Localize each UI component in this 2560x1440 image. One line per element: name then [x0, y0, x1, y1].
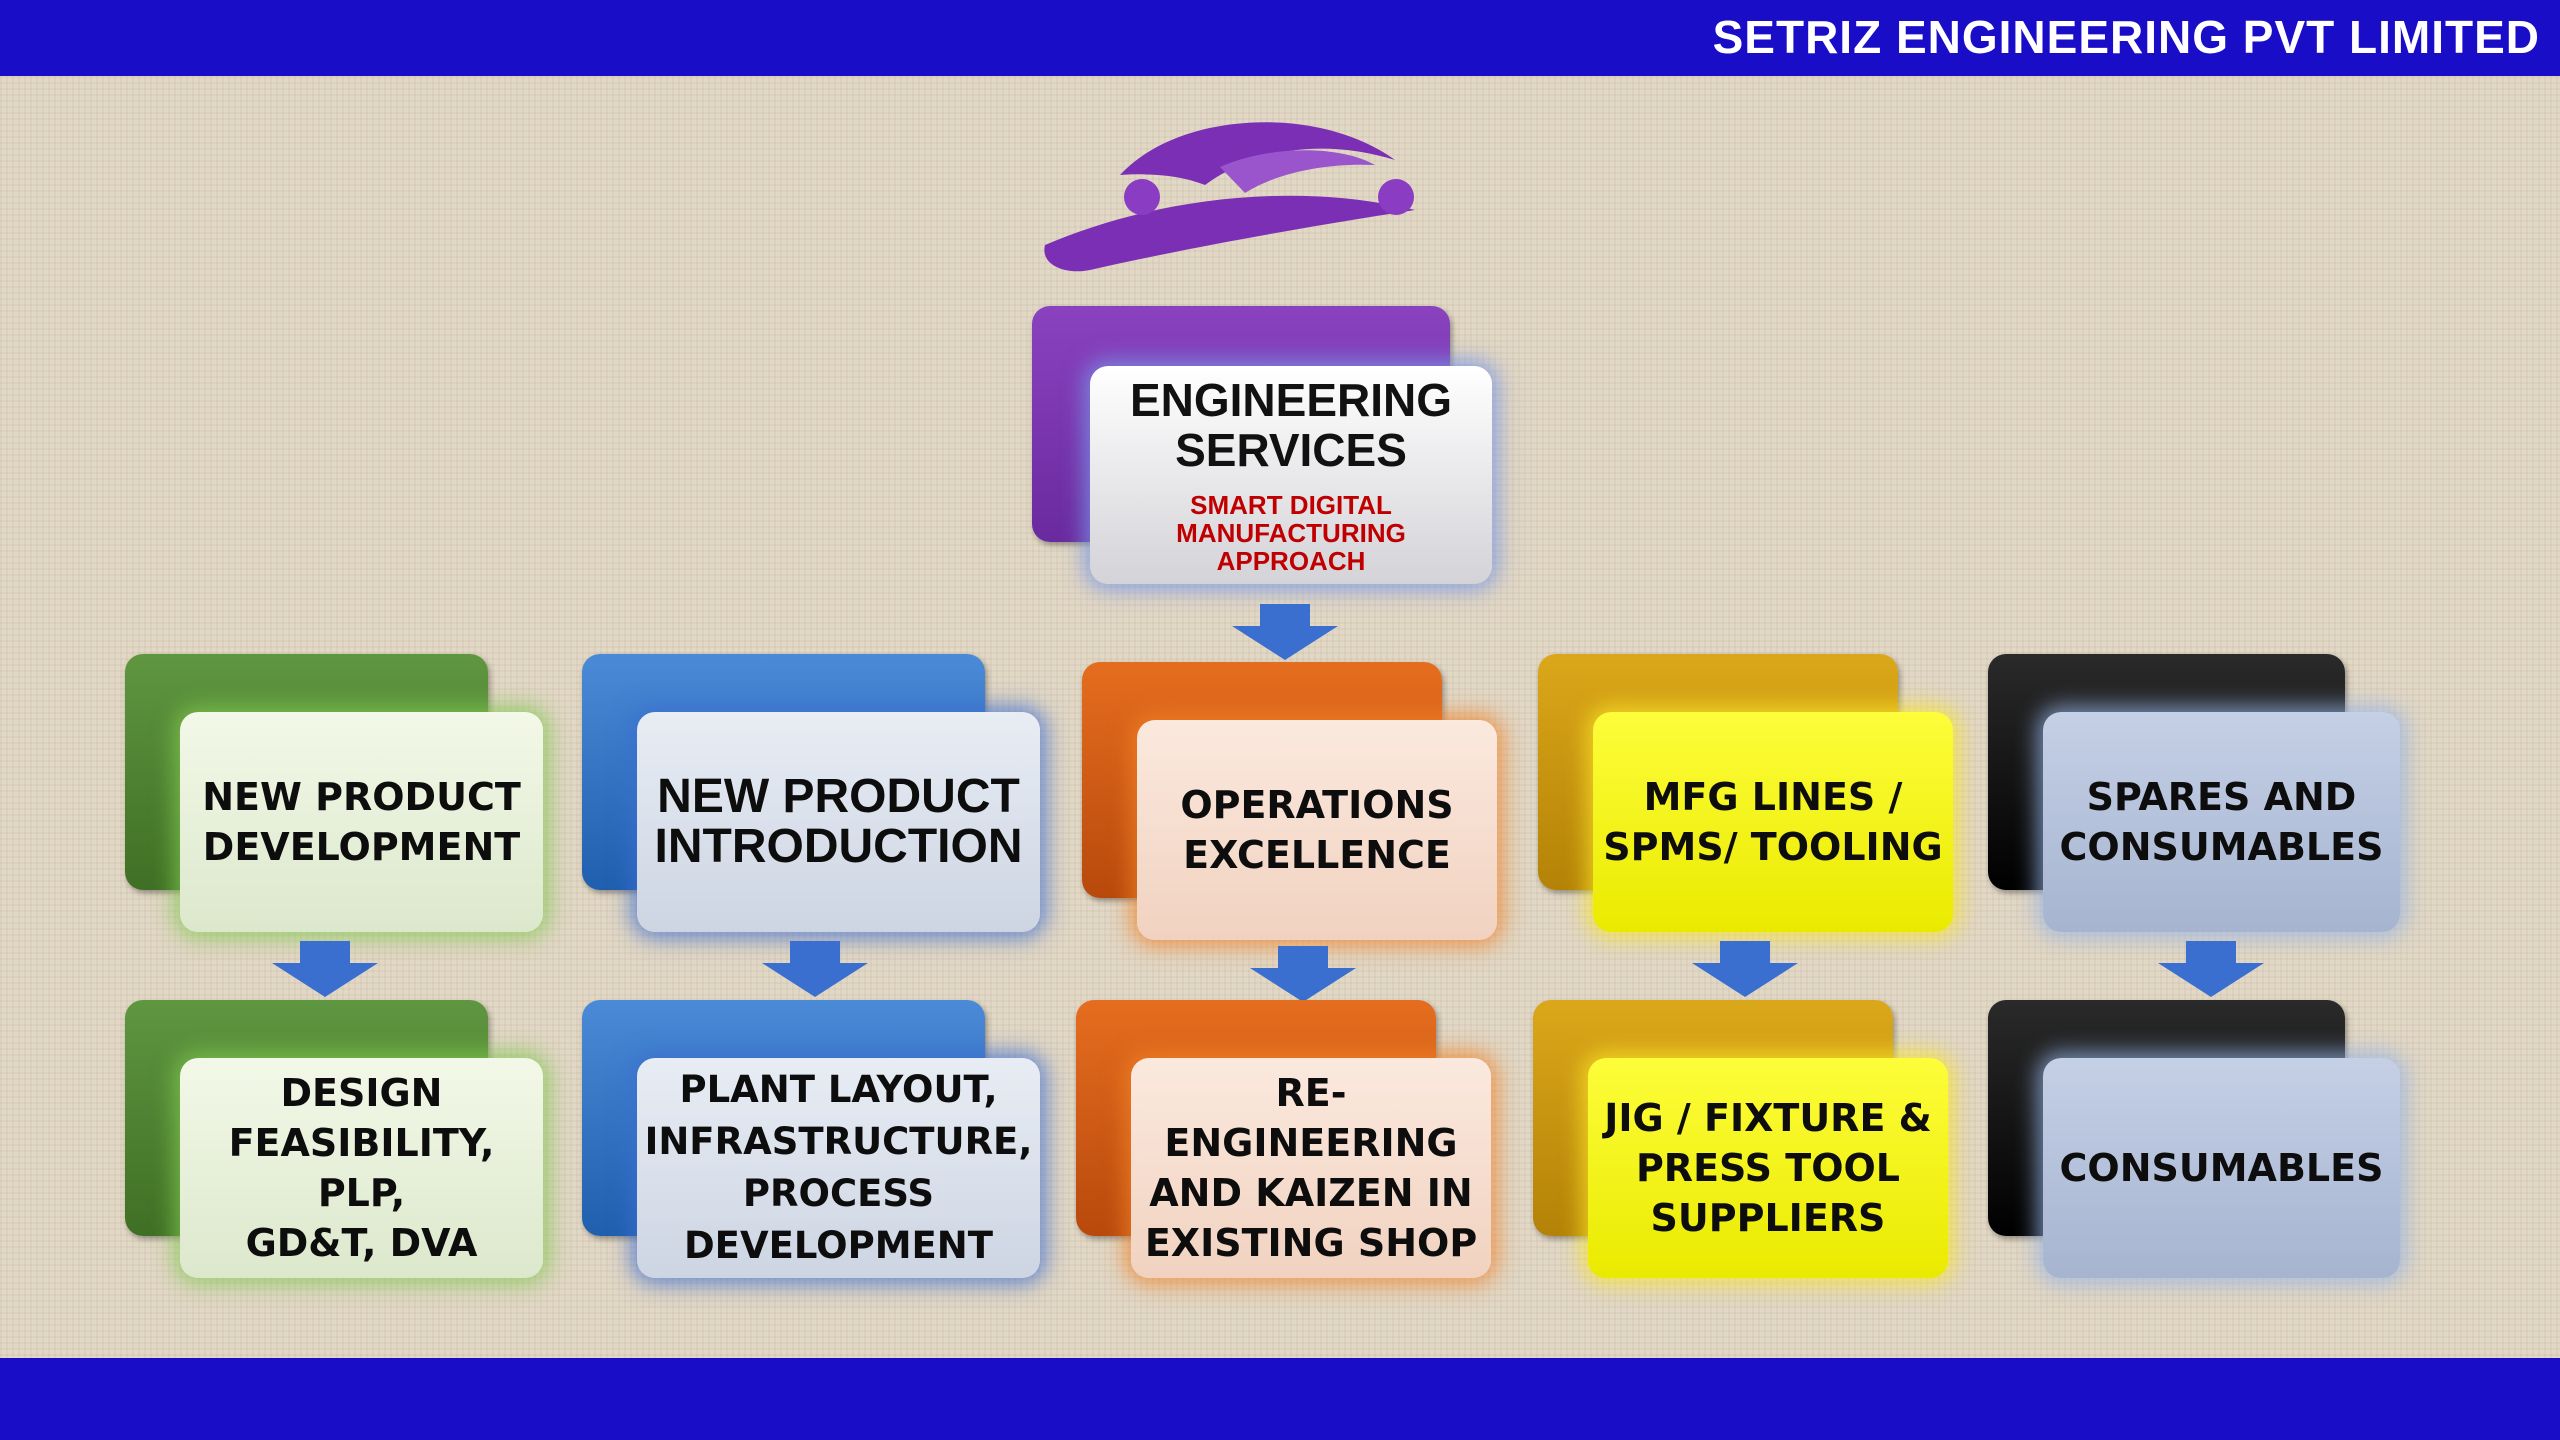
node-card: PLANT LAYOUT, INFRASTRUCTURE, PROCESS DE… [637, 1058, 1040, 1278]
stylized-car-icon [1044, 122, 1415, 272]
node-new-product-development: NEW PRODUCT DEVELOPMENT [125, 654, 543, 932]
node-operations-excellence: OPERATIONS EXCELLENCE [1082, 662, 1497, 940]
node-re-engineering-kaizen: RE-ENGINEERING AND KAIZEN IN EXISTING SH… [1076, 1000, 1491, 1278]
node-card: CONSUMABLES [2043, 1058, 2400, 1278]
node-label: DESIGN FEASIBILITY, PLP, GD&T, DVA [228, 1071, 495, 1265]
node-label: CONSUMABLES [2059, 1146, 2384, 1190]
root-node-engineering-services: ENGINEERING SERVICES SMART DIGITAL MANUF… [1032, 306, 1492, 584]
node-consumables: CONSUMABLES [1988, 1000, 2400, 1278]
node-label: OPERATIONS EXCELLENCE [1180, 783, 1454, 877]
node-new-product-introduction: NEW PRODUCT INTRODUCTION [582, 654, 1040, 932]
down-arrow-icon [1232, 604, 1338, 660]
node-design-feasibility: DESIGN FEASIBILITY, PLP, GD&T, DVA [125, 1000, 543, 1278]
node-label: PLANT LAYOUT, INFRASTRUCTURE, PROCESS DE… [644, 1068, 1033, 1267]
node-label: MFG LINES / SPMS/ TOOLING [1603, 775, 1943, 869]
node-card: NEW PRODUCT INTRODUCTION [637, 712, 1040, 932]
root-node-title: ENGINEERING SERVICES [1129, 374, 1453, 476]
company-name: SETRIZ ENGINEERING PVT LIMITED [1712, 11, 2540, 63]
node-spares-and-consumables: SPARES AND CONSUMABLES [1988, 654, 2400, 932]
footer-bar [0, 1358, 2560, 1440]
node-card: RE-ENGINEERING AND KAIZEN IN EXISTING SH… [1131, 1058, 1491, 1278]
node-label: NEW PRODUCT DEVELOPMENT [202, 775, 521, 869]
down-arrow-icon [2158, 941, 2264, 997]
down-arrow-icon [272, 941, 378, 997]
node-label: RE-ENGINEERING AND KAIZEN IN EXISTING SH… [1144, 1071, 1478, 1265]
root-node-card: ENGINEERING SERVICES SMART DIGITAL MANUF… [1090, 366, 1492, 584]
node-plant-layout: PLANT LAYOUT, INFRASTRUCTURE, PROCESS DE… [582, 1000, 1040, 1278]
header-bar: SETRIZ ENGINEERING PVT LIMITED [0, 0, 2560, 76]
root-node-subtitle: SMART DIGITAL MANUFACTURING APPROACH [1176, 490, 1406, 576]
node-label: NEW PRODUCT INTRODUCTION [654, 770, 1023, 873]
node-label: SPARES AND CONSUMABLES [2059, 775, 2384, 869]
node-card: MFG LINES / SPMS/ TOOLING [1593, 712, 1953, 932]
down-arrow-icon [1250, 946, 1356, 1002]
node-card: NEW PRODUCT DEVELOPMENT [180, 712, 543, 932]
node-card: OPERATIONS EXCELLENCE [1137, 720, 1497, 940]
node-label: JIG / FIXTURE & PRESS TOOL SUPPLIERS [1604, 1096, 1932, 1240]
down-arrow-icon [1692, 941, 1798, 997]
node-jig-fixture: JIG / FIXTURE & PRESS TOOL SUPPLIERS [1533, 1000, 1948, 1278]
down-arrow-icon [762, 941, 868, 997]
node-mfg-lines: MFG LINES / SPMS/ TOOLING [1538, 654, 1953, 932]
node-card: DESIGN FEASIBILITY, PLP, GD&T, DVA [180, 1058, 543, 1278]
node-card: JIG / FIXTURE & PRESS TOOL SUPPLIERS [1588, 1058, 1948, 1278]
node-card: SPARES AND CONSUMABLES [2043, 712, 2400, 932]
